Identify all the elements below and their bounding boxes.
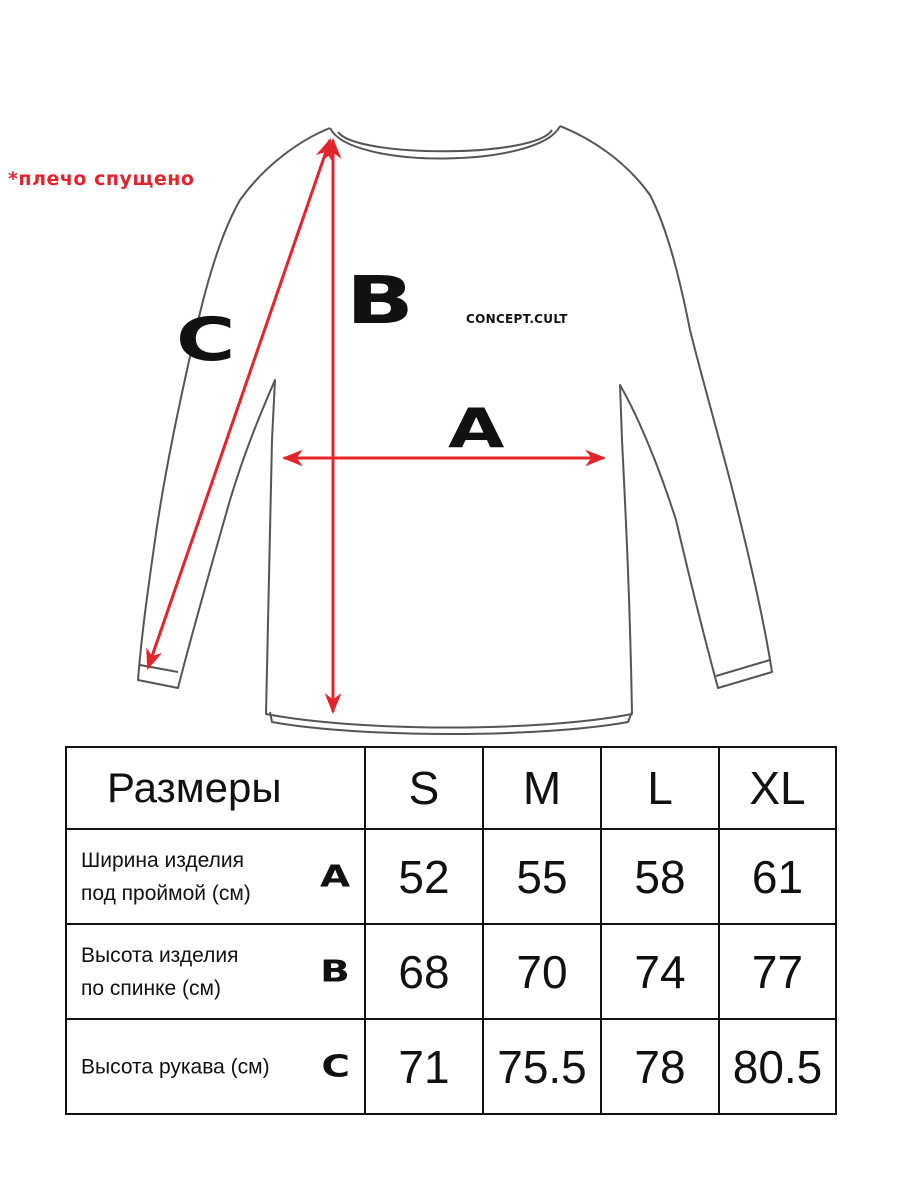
value-cell: 61	[718, 828, 837, 925]
table-row: Ширина изделия под проймой (см) A 52 55 …	[65, 828, 837, 925]
value-cell: 55	[482, 828, 602, 925]
size-header-l: L	[600, 746, 720, 830]
size-header-xl: XL	[718, 746, 837, 830]
row-letter-b: B	[320, 954, 350, 989]
size-header-m: M	[482, 746, 602, 830]
table-row: Высота изделия по спинке (см) B 68 70 74…	[65, 923, 837, 1020]
row-label-width: Ширина изделия под проймой (см)	[81, 848, 251, 905]
row-label-cell: Высота рукава (см) C	[65, 1018, 366, 1115]
row-label-cell: Ширина изделия под проймой (см) A	[65, 828, 366, 925]
value-cell: 78	[600, 1018, 720, 1115]
value-cell: 70	[482, 923, 602, 1020]
value-cell: 71	[364, 1018, 484, 1115]
row-label-height: Высота изделия по спинке (см)	[81, 943, 239, 1000]
size-table: Размеры S M L XL Ширина изделия под прой…	[65, 746, 837, 1115]
measurement-letter-c: C	[176, 305, 236, 375]
value-cell: 80.5	[718, 1018, 837, 1115]
size-table-header: Размеры S M L XL	[65, 746, 837, 830]
brand-logo-text: CONCEPT.CULT	[466, 312, 568, 326]
row-letter-a: A	[319, 859, 350, 894]
size-header-s: S	[364, 746, 484, 830]
dropped-shoulder-note: *плечо спущено	[8, 168, 195, 190]
value-cell: 52	[364, 828, 484, 925]
size-diagram	[137, 125, 773, 735]
row-label-sleeve: Высота рукава (см)	[81, 1055, 270, 1078]
table-title: Размеры	[65, 746, 366, 830]
value-cell: 58	[600, 828, 720, 925]
value-cell: 75.5	[482, 1018, 602, 1115]
measurement-letter-b: B	[346, 262, 414, 339]
row-label-cell: Высота изделия по спинке (см) B	[65, 923, 366, 1020]
value-cell: 74	[600, 923, 720, 1020]
arrow-c-sleeve	[146, 138, 332, 670]
value-cell: 77	[718, 923, 837, 1020]
measurement-letter-a: A	[448, 397, 505, 460]
measurement-arrows	[146, 137, 607, 715]
row-letter-c: C	[321, 1049, 350, 1084]
value-cell: 68	[364, 923, 484, 1020]
table-row: Высота рукава (см) C 71 75.5 78 80.5	[65, 1018, 837, 1115]
